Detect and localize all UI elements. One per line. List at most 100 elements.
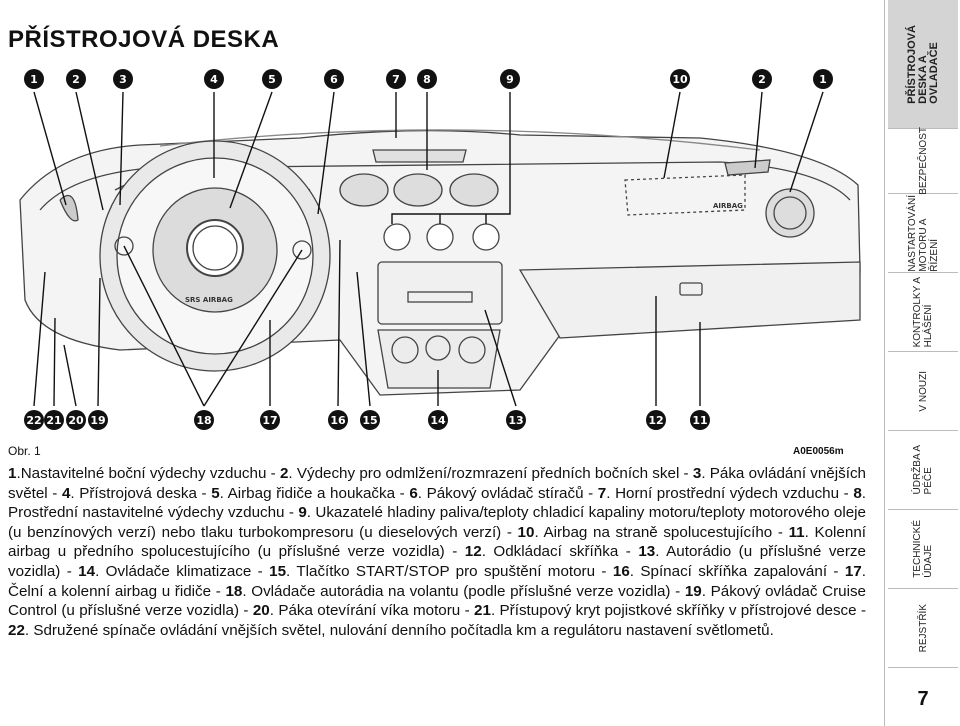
svg-text:17: 17 xyxy=(262,414,277,427)
legend-item: Airbag řidiče a houkačka xyxy=(227,484,396,502)
callout-bottom-22: 22 xyxy=(24,410,44,430)
tab-v-nouzi[interactable]: V NOUZI xyxy=(888,352,958,431)
callout-top-6: 6 xyxy=(324,69,344,89)
callout-bottom-21: 21 xyxy=(44,410,64,430)
tab-label: PŘÍSTROJOVÁ DESKA A OVLADAČE xyxy=(905,24,940,104)
svg-text:13: 13 xyxy=(508,414,523,427)
legend-item: Přístupový kryt pojistkové skříňky v pří… xyxy=(499,602,857,620)
svg-text:1: 1 xyxy=(30,73,38,86)
legend-num: 10 xyxy=(517,523,535,541)
legend-num: 17 xyxy=(844,562,862,580)
legend-item: Autorádio (u příslušné verze vozidla) xyxy=(8,543,866,580)
legend-num: 3 xyxy=(692,465,702,482)
callout-bottom-19: 19 xyxy=(88,410,108,430)
legend-item: Přístrojová deska xyxy=(79,484,197,502)
tab-label: KONTROLKY A HLÁŠENÍ xyxy=(912,276,934,348)
svg-text:16: 16 xyxy=(330,414,346,427)
tab-label: NASTARTOVÁNÍ MOTORU A ŘÍZENÍ xyxy=(906,194,940,272)
svg-text:8: 8 xyxy=(423,73,431,86)
legend-num: 8 xyxy=(853,484,862,502)
figure-label: Obr. 1 xyxy=(8,444,41,458)
legend-num: 1 xyxy=(8,465,17,482)
tab-label: V NOUZI xyxy=(917,370,929,412)
legend-item: Spínací skříňka zapalování xyxy=(640,562,828,580)
callout-top-2: 2 xyxy=(66,69,86,89)
legend-item: Ukazatelé hladiny paliva/teploty chladic… xyxy=(8,504,866,541)
svg-text:1: 1 xyxy=(819,73,827,86)
legend-num: 6 xyxy=(409,484,418,502)
callout-bottom-13: 13 xyxy=(506,410,526,430)
legend-num: 15 xyxy=(269,562,287,580)
legend-num: 22 xyxy=(8,621,25,639)
callout-bottom-20: 20 xyxy=(66,410,86,430)
legend-item: Páka ovládání vnějších světel xyxy=(8,465,866,502)
legend-num: 11 xyxy=(788,523,805,541)
legend-num: 13 xyxy=(638,543,656,561)
tab-label: BEZPEČNOST xyxy=(917,127,929,195)
srs-airbag-label: SRS AIRBAG xyxy=(185,296,233,304)
legend-item: Tlačítko START/STOP pro spuštění motoru xyxy=(296,562,596,580)
figure-code: A0E0056m xyxy=(793,446,844,457)
tab-nastartovani[interactable]: NASTARTOVÁNÍ MOTORU A ŘÍZENÍ xyxy=(888,194,958,273)
legend-item: Odkládací skříňka xyxy=(493,543,619,561)
legend-item: Ovládače klimatizace xyxy=(105,562,252,580)
legend-num: 18 xyxy=(225,582,243,600)
callout-bottom-12: 12 xyxy=(646,410,666,430)
callout-bottom-14: 14 xyxy=(428,410,448,430)
tab-technicke-udaje[interactable]: TECHNICKÉ ÚDAJE xyxy=(888,510,958,589)
svg-text:6: 6 xyxy=(330,73,338,86)
tab-kontrolky[interactable]: KONTROLKY A HLÁŠENÍ xyxy=(888,273,958,352)
legend-num: 12 xyxy=(464,543,482,561)
tab-bezpecnost[interactable]: BEZPEČNOST xyxy=(888,127,958,195)
tab-pristrojova-deska[interactable]: PŘÍSTROJOVÁ DESKA A OVLADAČE xyxy=(888,0,958,129)
svg-text:3: 3 xyxy=(119,73,127,86)
svg-text:7: 7 xyxy=(392,73,400,86)
chapter-sidebar: PŘÍSTROJOVÁ DESKA A OVLADAČE BEZPEČNOST … xyxy=(884,0,960,726)
legend-item: Ovládače autorádia na volantu (podle pří… xyxy=(251,582,671,600)
svg-text:2: 2 xyxy=(72,73,80,86)
callout-bottom-18: 18 xyxy=(194,410,214,430)
page-number: 7 xyxy=(917,688,929,710)
callout-top-10: 10 xyxy=(670,69,690,89)
callout-bottom-11: 11 xyxy=(690,410,710,430)
legend-item: Páka otevírání víka motoru xyxy=(278,602,461,620)
page-title: PŘÍSTROJOVÁ DESKA xyxy=(8,26,280,53)
callout-top-4: 4 xyxy=(204,69,224,89)
legend-num: 5 xyxy=(211,484,220,502)
legend-item: Prostřední nastavitelné výdechy vzduchu xyxy=(8,504,285,522)
svg-text:10: 10 xyxy=(672,73,688,86)
svg-text:20: 20 xyxy=(68,414,84,427)
legend-item: Horní prostřední výdech vzduchu xyxy=(615,484,840,502)
legend-item: Kolenní airbag u předního spolucestující… xyxy=(8,523,866,561)
airbag-label: AIRBAG xyxy=(713,202,743,210)
legend-num: 14 xyxy=(78,562,96,580)
svg-text:14: 14 xyxy=(430,414,446,427)
callout-top-1b: 1 xyxy=(813,69,833,89)
callout-bottom-17: 17 xyxy=(260,410,280,430)
tab-rejstrik[interactable]: REJSTŘÍK xyxy=(888,589,958,668)
legend-item: Pákový ovládač Cruise Control (u přísluš… xyxy=(8,582,866,620)
svg-text:2: 2 xyxy=(758,73,766,86)
callout-top-3: 3 xyxy=(113,69,133,89)
legend-num: 20 xyxy=(252,602,270,620)
svg-text:12: 12 xyxy=(648,414,663,427)
svg-text:4: 4 xyxy=(210,73,218,86)
callout-bottom-16: 16 xyxy=(328,410,348,430)
legend-item: Výdechy pro odmlžení/rozmrazení předních… xyxy=(296,465,680,482)
dashboard-diagram: SRS AIRBAG AIRBAG 1 2 3 4 xyxy=(19,69,861,430)
tab-udrzba[interactable]: ÚDRŽBA A PÉČE xyxy=(888,431,958,510)
legend-item: Nastavitelné boční výdechy vzduchu xyxy=(20,465,267,482)
svg-text:22: 22 xyxy=(26,414,41,427)
svg-text:18: 18 xyxy=(196,414,211,427)
legend-num: 2 xyxy=(279,465,289,482)
legend-num: 4 xyxy=(61,484,71,502)
svg-text:9: 9 xyxy=(506,73,514,86)
svg-text:11: 11 xyxy=(692,414,707,427)
tab-label: REJSTŘÍK xyxy=(917,603,929,653)
legend-num: 7 xyxy=(597,484,607,502)
callout-top-5: 5 xyxy=(262,69,282,89)
legend-num: 21 xyxy=(474,602,491,620)
legend-num: 19 xyxy=(684,582,702,600)
legend-num: 16 xyxy=(612,562,630,580)
svg-text:21: 21 xyxy=(46,414,61,427)
